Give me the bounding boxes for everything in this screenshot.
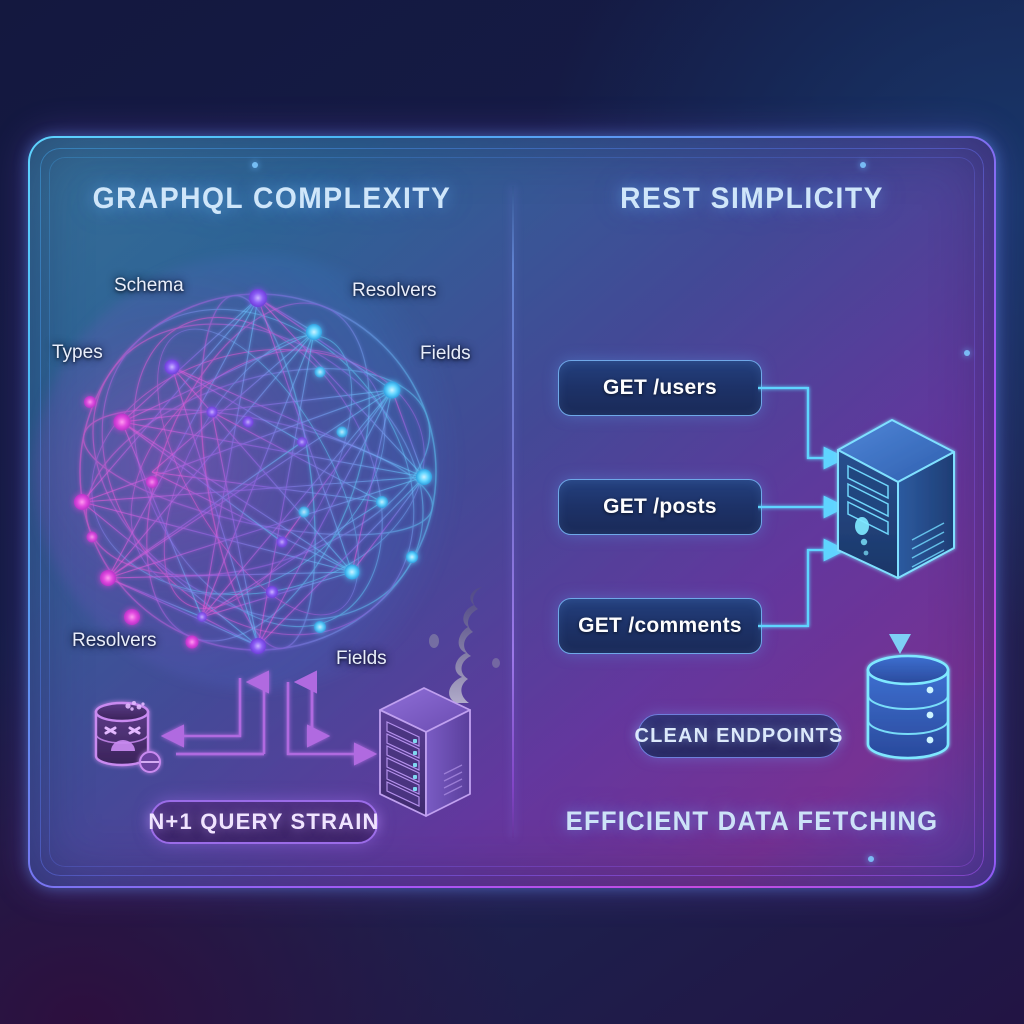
rest-request-arrows: [758, 386, 847, 628]
endpoint-pill-comments[interactable]: GET /comments: [558, 598, 762, 654]
status-badge-n-plus-one: N+1 QUERY STRAIN: [148, 800, 378, 844]
sad-database-icon: [94, 701, 161, 773]
network-label-resolvers-top: Resolvers: [352, 280, 437, 301]
panel-divider: [512, 186, 514, 838]
network-label-fields-bottom: Fields: [336, 648, 387, 669]
status-badge-clean-endpoints: CLEAN ENDPOINTS: [634, 714, 842, 758]
endpoint-pill-posts[interactable]: GET /posts: [558, 479, 762, 535]
page-title-rest: REST SIMPLICITY: [620, 182, 884, 215]
circuit-dot-bottom-right: [868, 856, 874, 862]
circuit-dot-right: [964, 350, 970, 356]
database-cylinder-icon: [866, 654, 950, 760]
arrow-down-icon: [889, 590, 911, 654]
network-graph-svg: [74, 289, 437, 654]
network-label-fields-top: Fields: [420, 343, 471, 364]
circuit-dot-top-right: [860, 162, 866, 168]
endpoint-pill-users[interactable]: GET /users: [558, 360, 762, 416]
server-tower-icon: [837, 419, 955, 579]
smoking-server-rack-icon: [379, 687, 471, 817]
tangled-node-network-icon: [34, 254, 482, 690]
network-label-types: Types: [52, 342, 103, 363]
smoke-plume-icon: [429, 587, 500, 703]
circuit-dot-top-left: [252, 162, 258, 168]
network-label-schema: Schema: [114, 275, 184, 296]
network-label-resolvers-bottom: Resolvers: [72, 630, 157, 651]
n-plus-one-flow-arrows: [160, 670, 378, 766]
page-title-graphql: GRAPHQL COMPLEXITY: [92, 182, 452, 215]
caption-efficient-data-fetching: EFFICIENT DATA FETCHING: [565, 806, 939, 836]
network-glow: [34, 254, 482, 690]
